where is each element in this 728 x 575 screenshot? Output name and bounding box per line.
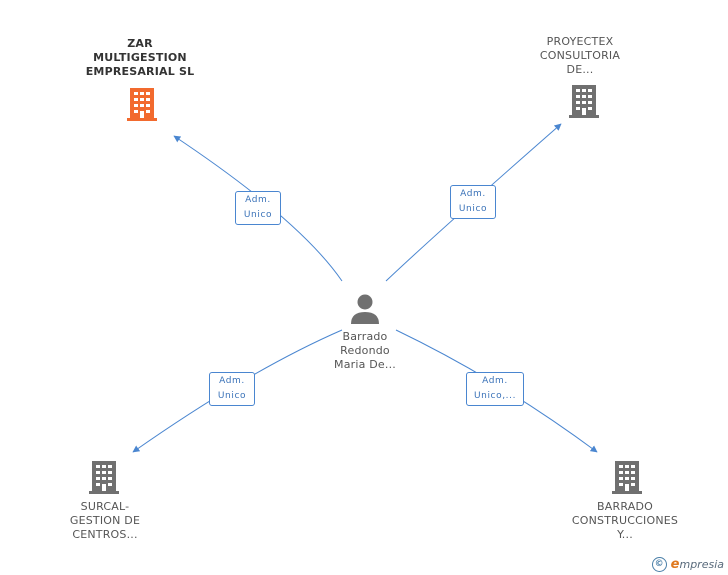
company-name-line: DE...	[566, 63, 594, 76]
company-name-line: ZAR	[127, 37, 153, 50]
edge-label-line: Unico	[458, 204, 488, 214]
person-name-line: Redondo	[340, 344, 390, 357]
company-name-line: SURCAL-	[80, 500, 130, 513]
building-icon[interactable]	[127, 88, 157, 121]
company-name-line: PROYECTEX	[546, 35, 614, 48]
building-icon[interactable]	[569, 85, 599, 118]
company-name-surcal[interactable]: SURCAL- GESTION DE CENTROS...	[45, 500, 165, 542]
person-icon[interactable]	[351, 294, 379, 325]
company-name-barrado[interactable]: BARRADO CONSTRUCCIONES Y...	[560, 500, 690, 542]
brand-rest: mpresia	[679, 558, 724, 571]
building-icon[interactable]	[612, 461, 642, 494]
building-icon[interactable]	[89, 461, 119, 494]
edge-label-line: Unico	[217, 391, 247, 401]
edge-label-surcal[interactable]: Adm. Unico	[209, 372, 255, 406]
edge-label-line: Adm.	[482, 376, 508, 386]
footer-brand: © empresia	[651, 557, 724, 572]
company-name-line: GESTION DE	[69, 514, 141, 527]
edge-label-line: Adm.	[245, 195, 271, 205]
edge-label-line: Adm.	[460, 189, 486, 199]
person-name-line: Barrado	[342, 330, 388, 343]
edge-label-line: Unico,...	[473, 391, 517, 401]
person-name[interactable]: Barrado Redondo Maria De...	[315, 330, 415, 372]
company-name-proyectex[interactable]: PROYECTEX CONSULTORIA DE...	[520, 35, 640, 77]
company-name-zar[interactable]: ZAR MULTIGESTION EMPRESARIAL SL	[70, 37, 210, 79]
company-name-line: BARRADO	[597, 500, 653, 513]
person-name-line: Maria De...	[334, 358, 396, 371]
company-name-line: Y...	[617, 528, 633, 541]
copyright-icon: ©	[651, 557, 667, 572]
edge-label-proyectex[interactable]: Adm. Unico	[450, 185, 496, 219]
edge-label-zar[interactable]: Adm. Unico	[235, 191, 281, 225]
company-name-line: CENTROS...	[72, 528, 138, 541]
company-name-line: CONSTRUCCIONES	[571, 514, 679, 527]
edge-label-line: Unico	[243, 210, 273, 220]
brand-initial: e	[670, 557, 680, 572]
company-name-line: EMPRESARIAL SL	[85, 65, 195, 78]
edge-label-line: Adm.	[219, 376, 245, 386]
company-name-line: CONSULTORIA	[539, 49, 621, 62]
empresia-logo[interactable]: empresia	[671, 557, 724, 572]
edge-label-barrado[interactable]: Adm. Unico,...	[466, 372, 524, 406]
company-name-line: MULTIGESTION	[93, 51, 187, 64]
